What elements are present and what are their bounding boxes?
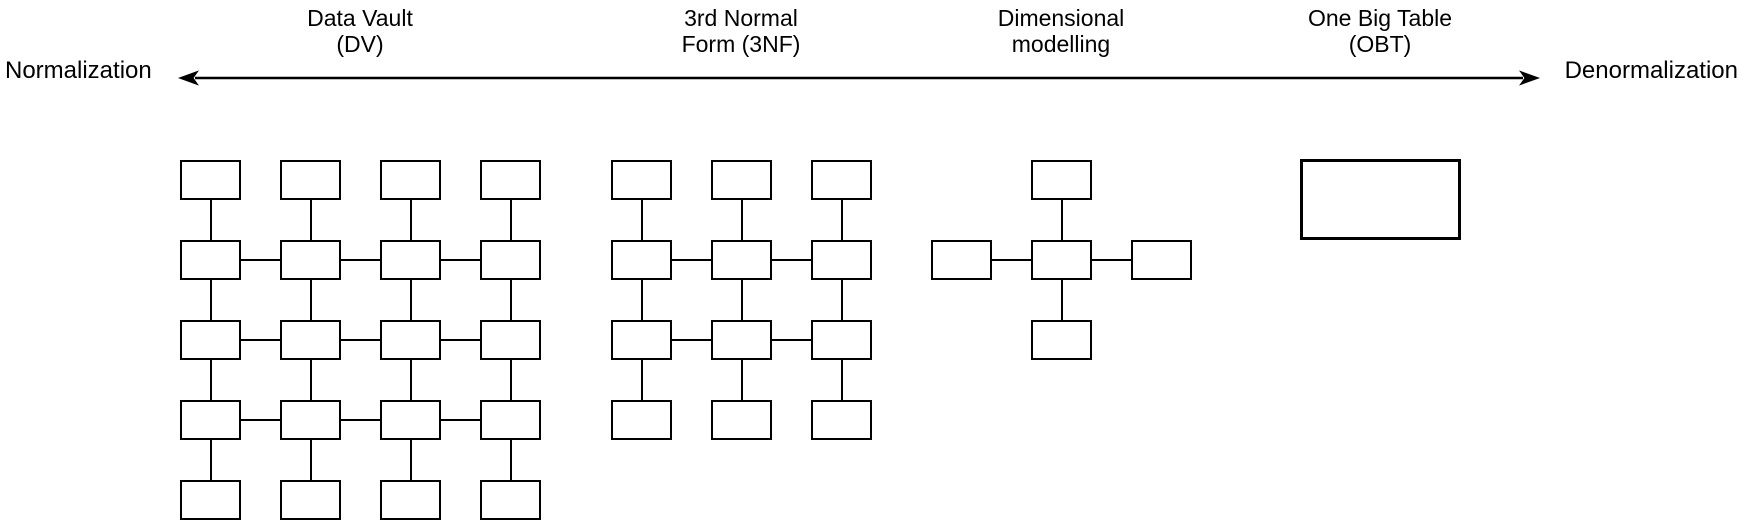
denormalization-label: Denormalization bbox=[1564, 57, 1738, 84]
label-line-2: (OBT) bbox=[1348, 31, 1412, 57]
normalization-label: Normalization bbox=[5, 57, 152, 84]
one-big-table-label: One Big Table (OBT) bbox=[1270, 5, 1490, 57]
dimensional-modelling-label: Dimensional modelling bbox=[951, 5, 1171, 57]
label-line-2: Form (3NF) bbox=[681, 31, 801, 57]
third-normal-form-label: 3rd Normal Form (3NF) bbox=[631, 5, 851, 57]
label-line-1: Dimensional bbox=[997, 5, 1125, 31]
label-line-1: Data Vault bbox=[307, 5, 413, 31]
label-line-2: (DV) bbox=[336, 31, 384, 57]
label-line-1: One Big Table bbox=[1307, 5, 1453, 31]
label-line-2: modelling bbox=[1011, 31, 1111, 57]
right-arrowhead-icon bbox=[1519, 70, 1540, 86]
label-line-1: 3rd Normal bbox=[684, 5, 798, 31]
left-arrowhead-icon bbox=[178, 70, 199, 86]
data-vault-label: Data Vault (DV) bbox=[250, 5, 470, 57]
